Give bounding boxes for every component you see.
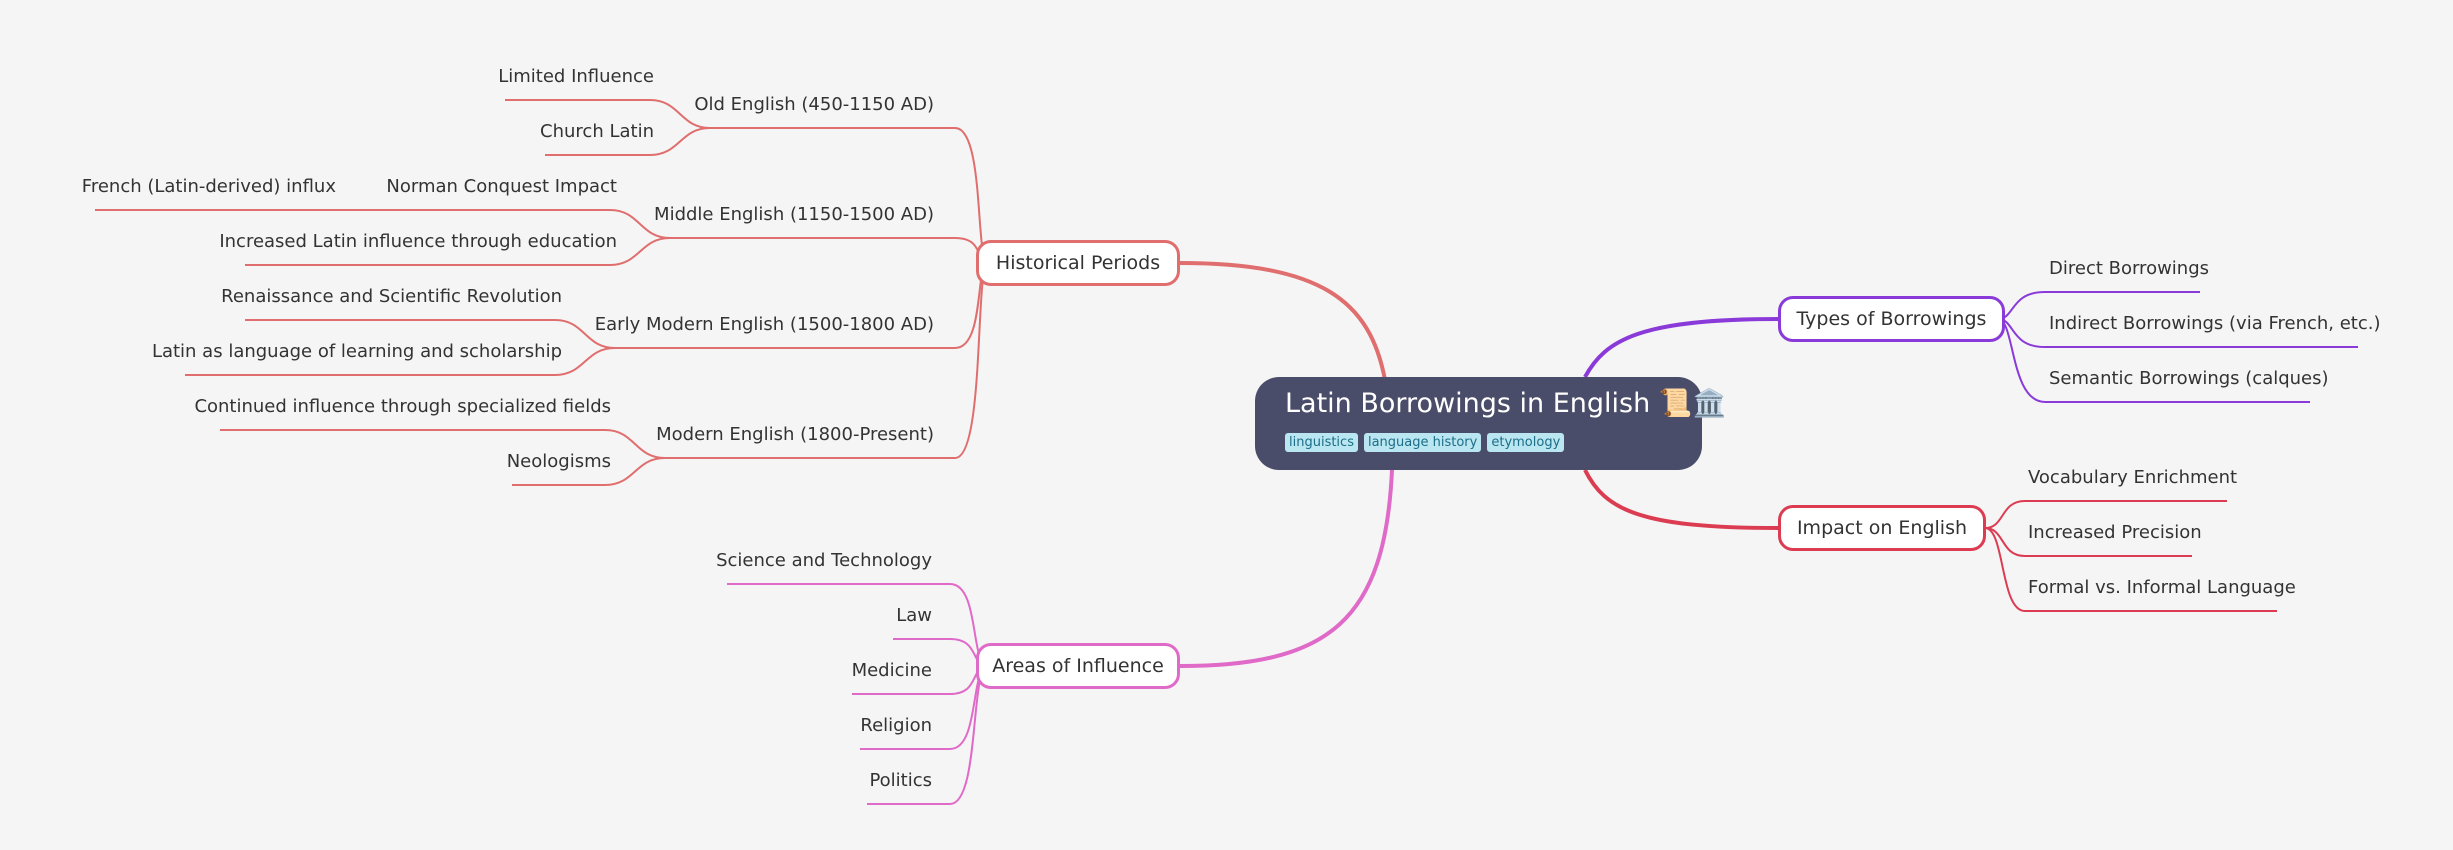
root-node[interactable]: Latin Borrowings in English 📜🏛️ linguist… <box>1255 377 1727 470</box>
leaf-politics[interactable]: Politics <box>869 770 932 791</box>
leaf-increased-precision[interactable]: Increased Precision <box>2028 522 2202 543</box>
tag-linguistics[interactable]: linguistics <box>1285 433 1358 452</box>
connector-root-areas <box>1179 469 1394 668</box>
connector-root-historical <box>1179 261 1387 381</box>
connector-old-limited <box>505 99 711 129</box>
tag-language-history[interactable]: language history <box>1363 433 1482 452</box>
connector-areas-science <box>727 583 989 667</box>
connector-old-church <box>545 127 711 156</box>
leaf-continued-influence[interactable]: Continued influence through specialized … <box>194 396 611 417</box>
connector-impact-vocab <box>1984 500 2227 529</box>
connector-impact-formal <box>1984 527 2277 612</box>
leaf-norman-conquest-impact[interactable]: Norman Conquest Impact <box>386 176 617 197</box>
connector-modern-continued <box>220 429 666 459</box>
branch-areas-of-influence[interactable]: Areas of Influence <box>976 643 1180 689</box>
connector-middle-education <box>245 237 671 266</box>
root-title: Latin Borrowings in English 📜🏛️ <box>1285 388 1727 419</box>
connector-hist-old <box>935 127 989 264</box>
connector-early-renaissance <box>245 319 616 349</box>
node-middle-english[interactable]: Middle English (1150-1500 AD) <box>654 204 934 225</box>
leaf-vocabulary-enrichment[interactable]: Vocabulary Enrichment <box>2028 467 2238 488</box>
leaf-medicine[interactable]: Medicine <box>851 660 932 681</box>
node-old-english[interactable]: Old English (450-1150 AD) <box>694 94 934 115</box>
branch-impact-on-english[interactable]: Impact on English <box>1778 505 1986 551</box>
tag-etymology[interactable]: etymology <box>1487 433 1565 452</box>
connector-root-types <box>1583 317 1779 378</box>
leaf-formal-informal[interactable]: Formal vs. Informal Language <box>2028 577 2296 598</box>
leaf-semantic-borrowings[interactable]: Semantic Borrowings (calques) <box>2049 368 2329 389</box>
leaf-neologisms[interactable]: Neologisms <box>506 451 611 472</box>
connector-early-learning <box>185 347 616 376</box>
leaf-religion[interactable]: Religion <box>860 715 932 736</box>
leaf-renaissance[interactable]: Renaissance and Scientific Revolution <box>221 286 562 307</box>
leaf-increased-latin-influence[interactable]: Increased Latin influence through educat… <box>219 231 617 252</box>
leaf-science-technology[interactable]: Science and Technology <box>716 550 932 571</box>
leaf-limited-influence[interactable]: Limited Influence <box>498 66 654 87</box>
leaf-latin-learning[interactable]: Latin as language of learning and schola… <box>151 341 562 362</box>
node-modern-english[interactable]: Modern English (1800-Present) <box>656 424 934 445</box>
leaf-church-latin[interactable]: Church Latin <box>540 121 654 142</box>
branch-historical-periods[interactable]: Historical Periods <box>976 240 1180 286</box>
leaf-indirect-borrowings[interactable]: Indirect Borrowings (via French, etc.) <box>2049 313 2381 334</box>
leaf-french-influx[interactable]: French (Latin-derived) influx <box>81 176 336 197</box>
connector-middle-norman <box>400 209 671 239</box>
node-early-modern-english[interactable]: Early Modern English (1500-1800 AD) <box>594 314 934 335</box>
branch-types-of-borrowings[interactable]: Types of Borrowings <box>1778 296 2005 342</box>
leaf-direct-borrowings[interactable]: Direct Borrowings <box>2049 258 2210 279</box>
connector-root-impact <box>1583 469 1779 530</box>
tag-list: linguistics language history etymology <box>1285 433 1702 452</box>
connector-impact-precision <box>1984 527 2192 557</box>
leaf-law[interactable]: Law <box>896 605 932 626</box>
connector-modern-neologisms <box>512 457 666 486</box>
